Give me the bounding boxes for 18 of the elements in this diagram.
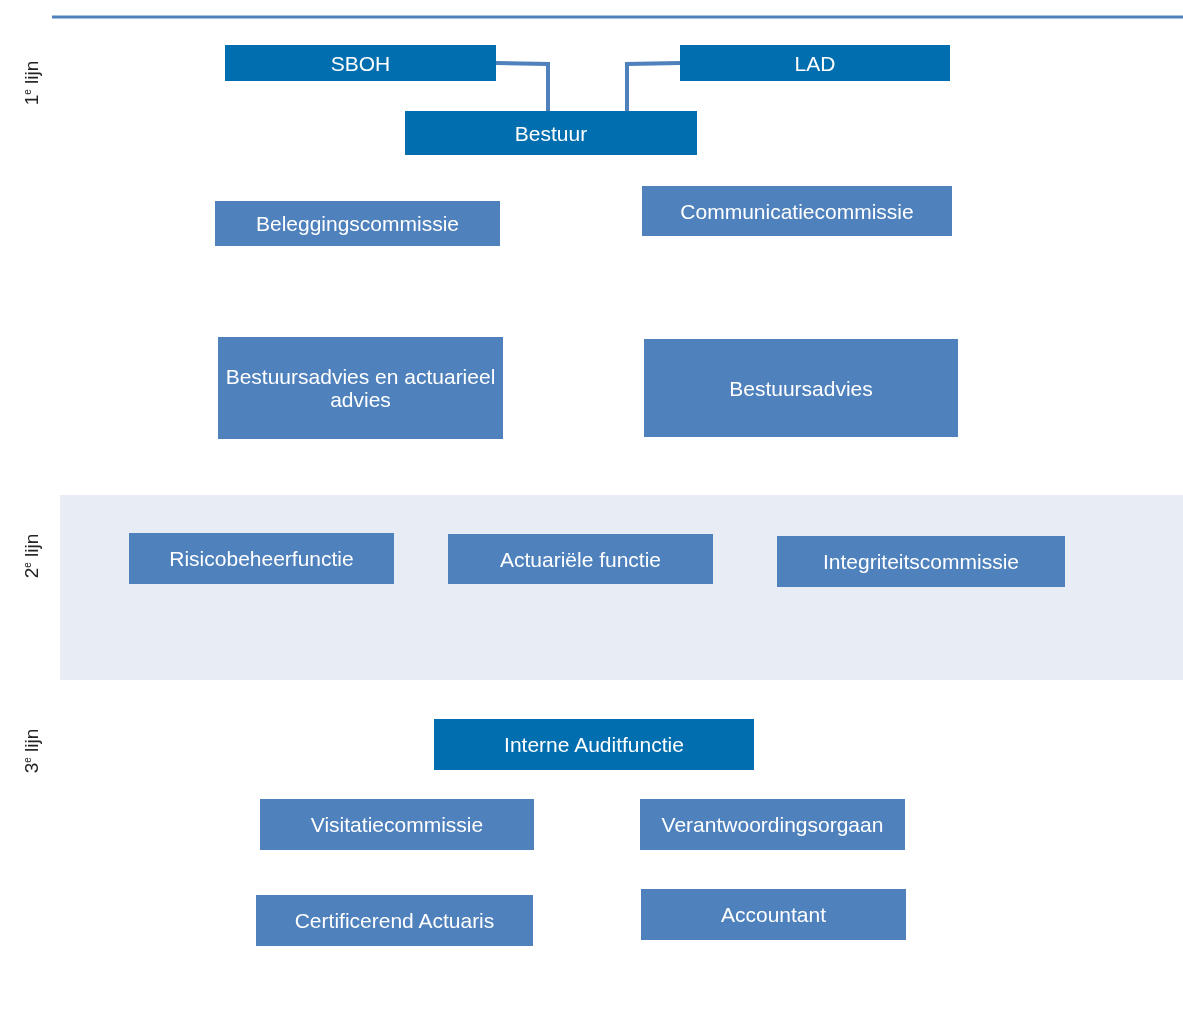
org-box: Integriteitscommissie (777, 536, 1065, 587)
org-box: Communicatiecommissie (642, 186, 952, 236)
org-box: Bestuursadvies en actuarieel advies (218, 337, 503, 439)
org-box: Certificerend Actuaris (256, 895, 533, 946)
org-box: Beleggingscommissie (215, 201, 500, 246)
org-box: Accountant (641, 889, 906, 940)
org-box: Bestuursadvies (644, 339, 958, 437)
connector-line (495, 61, 550, 111)
org-box: Interne Auditfunctie (434, 719, 754, 770)
connector-line (625, 61, 681, 111)
org-box: Bestuur (405, 111, 697, 155)
org-box: LAD (680, 45, 950, 81)
org-box: Actuariële functie (448, 534, 713, 584)
org-box: Risicobeheerfunctie (129, 533, 394, 584)
band-background (60, 495, 1183, 680)
org-box: SBOH (225, 45, 496, 81)
org-box: Visitatiecommissie (260, 799, 534, 850)
org-box: Verantwoordingsorgaan (640, 799, 905, 850)
